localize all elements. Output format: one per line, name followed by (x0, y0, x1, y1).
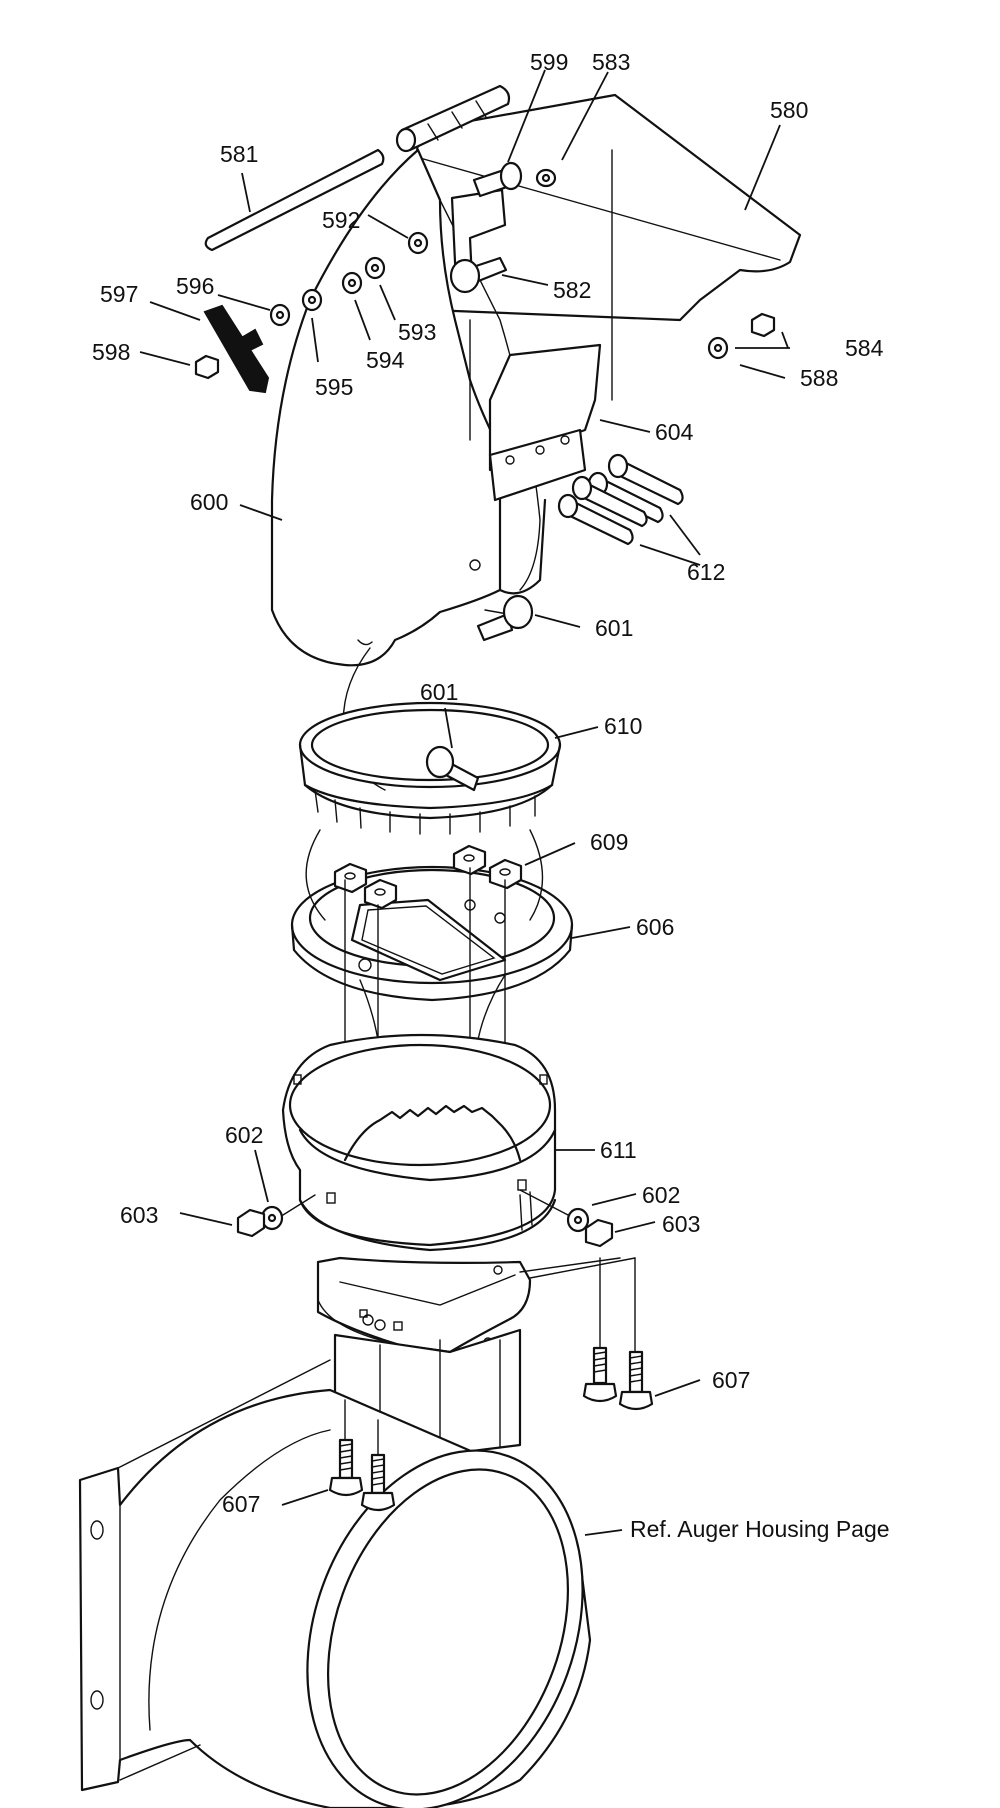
bolts-612 (557, 453, 684, 546)
label-602-left: 602 (225, 1122, 263, 1148)
label-600: 600 (190, 489, 228, 515)
gear-ring-611 (281, 1033, 557, 1252)
bolts-607-right (582, 1346, 654, 1411)
bolt-582 (449, 256, 508, 294)
leader-lines (139, 69, 790, 1536)
label-596: 596 (176, 273, 214, 299)
label-597: 597 (100, 281, 138, 307)
ring-606 (290, 865, 574, 1002)
label-595: 595 (315, 374, 353, 400)
label-610: 610 (604, 713, 642, 739)
base-plate (316, 1256, 636, 1354)
label-606: 606 (636, 914, 674, 940)
label-609: 609 (590, 829, 628, 855)
label-598: 598 (92, 339, 130, 365)
reference-note: Ref. Auger Housing Page (630, 1516, 890, 1542)
label-602-right: 602 (642, 1182, 680, 1208)
label-599: 599 (530, 49, 568, 75)
label-607-right: 607 (712, 1367, 750, 1393)
bolts-607-left (328, 1399, 396, 1512)
label-611: 611 (600, 1137, 637, 1163)
label-582: 582 (553, 277, 591, 303)
label-607-left: 607 (222, 1491, 260, 1517)
label-603-right: 603 (662, 1211, 700, 1237)
part-labels: 580 581 582 583 584 588 592 593 594 595 … (92, 49, 890, 1542)
label-593: 593 (398, 319, 436, 345)
label-588: 588 (800, 365, 838, 391)
hardware-602-603 (236, 1189, 614, 1248)
hardware-small (194, 168, 776, 380)
label-594: 594 (366, 347, 405, 373)
label-592: 592 (322, 207, 360, 233)
label-603-left: 603 (120, 1202, 158, 1228)
deflector-580 (408, 93, 802, 401)
label-581: 581 (220, 141, 258, 167)
hinge-barrel (395, 84, 511, 153)
label-604: 604 (655, 419, 694, 445)
knob-597 (203, 304, 270, 394)
label-584: 584 (845, 335, 884, 361)
label-580: 580 (770, 97, 808, 123)
auger-housing (78, 1359, 592, 1808)
bracket-604 (488, 343, 602, 502)
ring-610 (298, 701, 562, 835)
label-612: 612 (687, 559, 725, 585)
label-583: 583 (592, 49, 630, 75)
pivot-rod-581 (204, 148, 385, 252)
bolt-601-upper (476, 594, 534, 642)
nuts-609 (333, 844, 523, 910)
label-601-lower: 601 (420, 679, 458, 705)
label-601-upper: 601 (595, 615, 633, 641)
